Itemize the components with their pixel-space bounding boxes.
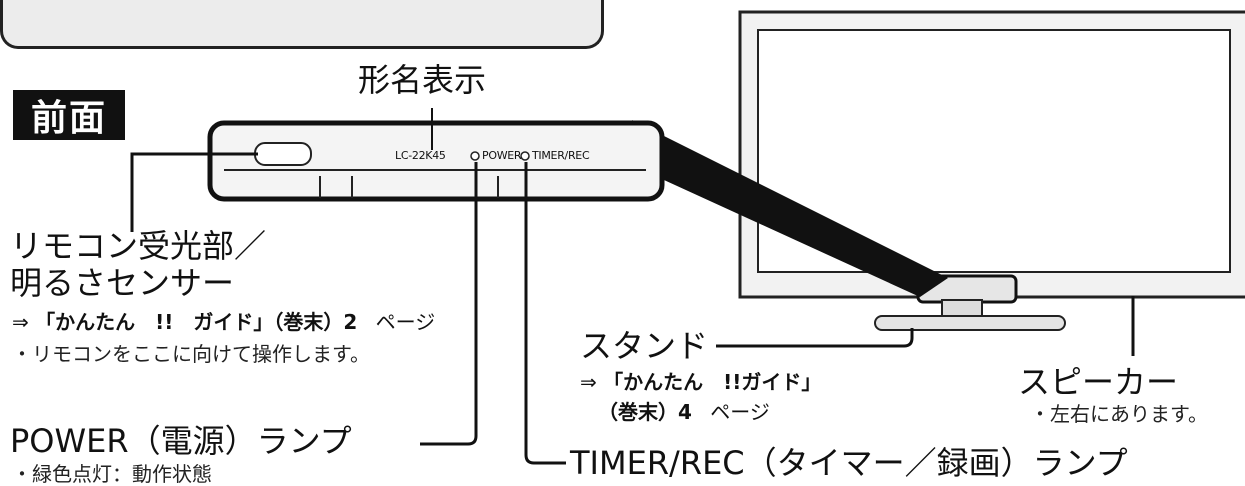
tv-monitor — [738, 10, 1245, 304]
remote-sensor-title-line2: 明るさセンサー — [10, 264, 235, 302]
model-number-label: LC-22K45 — [395, 149, 446, 162]
front-section-badge: 前面 — [13, 90, 125, 140]
front-panel-closeup — [207, 120, 665, 202]
power-panel-label: POWER — [482, 149, 522, 162]
speaker-title: スピーカー — [1018, 363, 1179, 401]
reference-guide-text: 「かんたん !! ガイド」（巻末）2 — [35, 310, 358, 334]
model-display-title: 形名表示 — [358, 61, 487, 99]
zoom-wedge — [632, 120, 948, 297]
stand-reference-line1: ⇒ 「かんたん !!ガイド」 — [580, 370, 821, 394]
reference-guide-text: 「かんたん !!ガイド」 — [603, 370, 822, 394]
power-lamp-title: POWER（電源）ランプ — [10, 422, 352, 460]
callout-lines — [130, 108, 1135, 465]
reference-arrow: ⇒ — [12, 310, 29, 334]
remote-sensor-reference: ⇒ 「かんたん !! ガイド」（巻末）2 ページ — [12, 310, 435, 334]
power-lamp-note: ・緑色点灯：動作状態 — [12, 462, 212, 486]
power-lamp-callout — [420, 162, 478, 446]
stand-callout — [716, 328, 914, 348]
reference-arrow: ⇒ — [580, 370, 597, 394]
reference-guide-text: （巻末）4 — [598, 400, 692, 424]
tv-stand — [874, 299, 1066, 331]
top-frame — [0, 0, 604, 49]
power-lamp-dot — [470, 151, 480, 161]
remote-sensor-title-line1: リモコン受光部／ — [10, 227, 267, 265]
timer-rec-lamp-title: TIMER/REC（タイマー／録画）ランプ — [570, 444, 1128, 482]
remote-sensor-note: ・リモコンをここに向けて操作します。 — [12, 342, 370, 366]
stand-title: スタンド — [580, 327, 709, 365]
remote-sensor-window — [254, 142, 312, 166]
timer-rec-lamp-dot — [520, 151, 530, 161]
reference-page-text: ページ — [710, 400, 770, 424]
speaker-note: ・左右にあります。 — [1030, 402, 1208, 426]
remote-sensor-callout — [130, 152, 258, 232]
stand-reference-line2: （巻末）4 ページ — [598, 400, 770, 424]
reference-page-text: ページ — [375, 310, 436, 334]
timer-rec-panel-label: TIMER/REC — [532, 149, 590, 162]
timer-rec-callout — [524, 162, 566, 465]
